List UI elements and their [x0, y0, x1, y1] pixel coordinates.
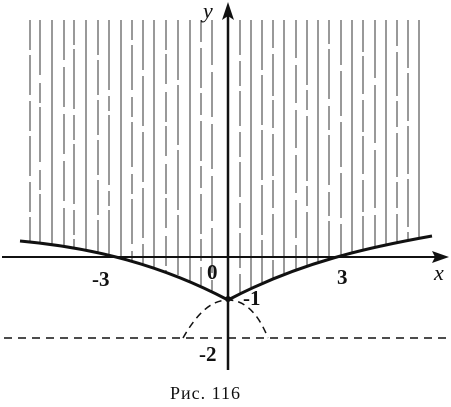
curve-point — [225, 296, 231, 302]
origin-label: 0 — [207, 260, 218, 284]
y-axis-label: y — [201, 0, 213, 23]
x-axis — [2, 251, 449, 263]
tick-label-minus-one: -1 — [243, 286, 261, 310]
figure-caption: Рис. 116 — [170, 383, 241, 403]
graph-curve — [19, 234, 433, 302]
tick-label-minus-two: -2 — [199, 342, 217, 366]
x-axis-arrow-icon — [432, 251, 449, 263]
tick-label-three: 3 — [337, 265, 348, 289]
y-axis — [222, 2, 234, 370]
y-axis-arrow-icon — [222, 2, 234, 20]
hatched-region — [29, 20, 420, 300]
tick-label-minus-three: -3 — [92, 267, 110, 291]
x-axis-label: x — [433, 260, 444, 285]
